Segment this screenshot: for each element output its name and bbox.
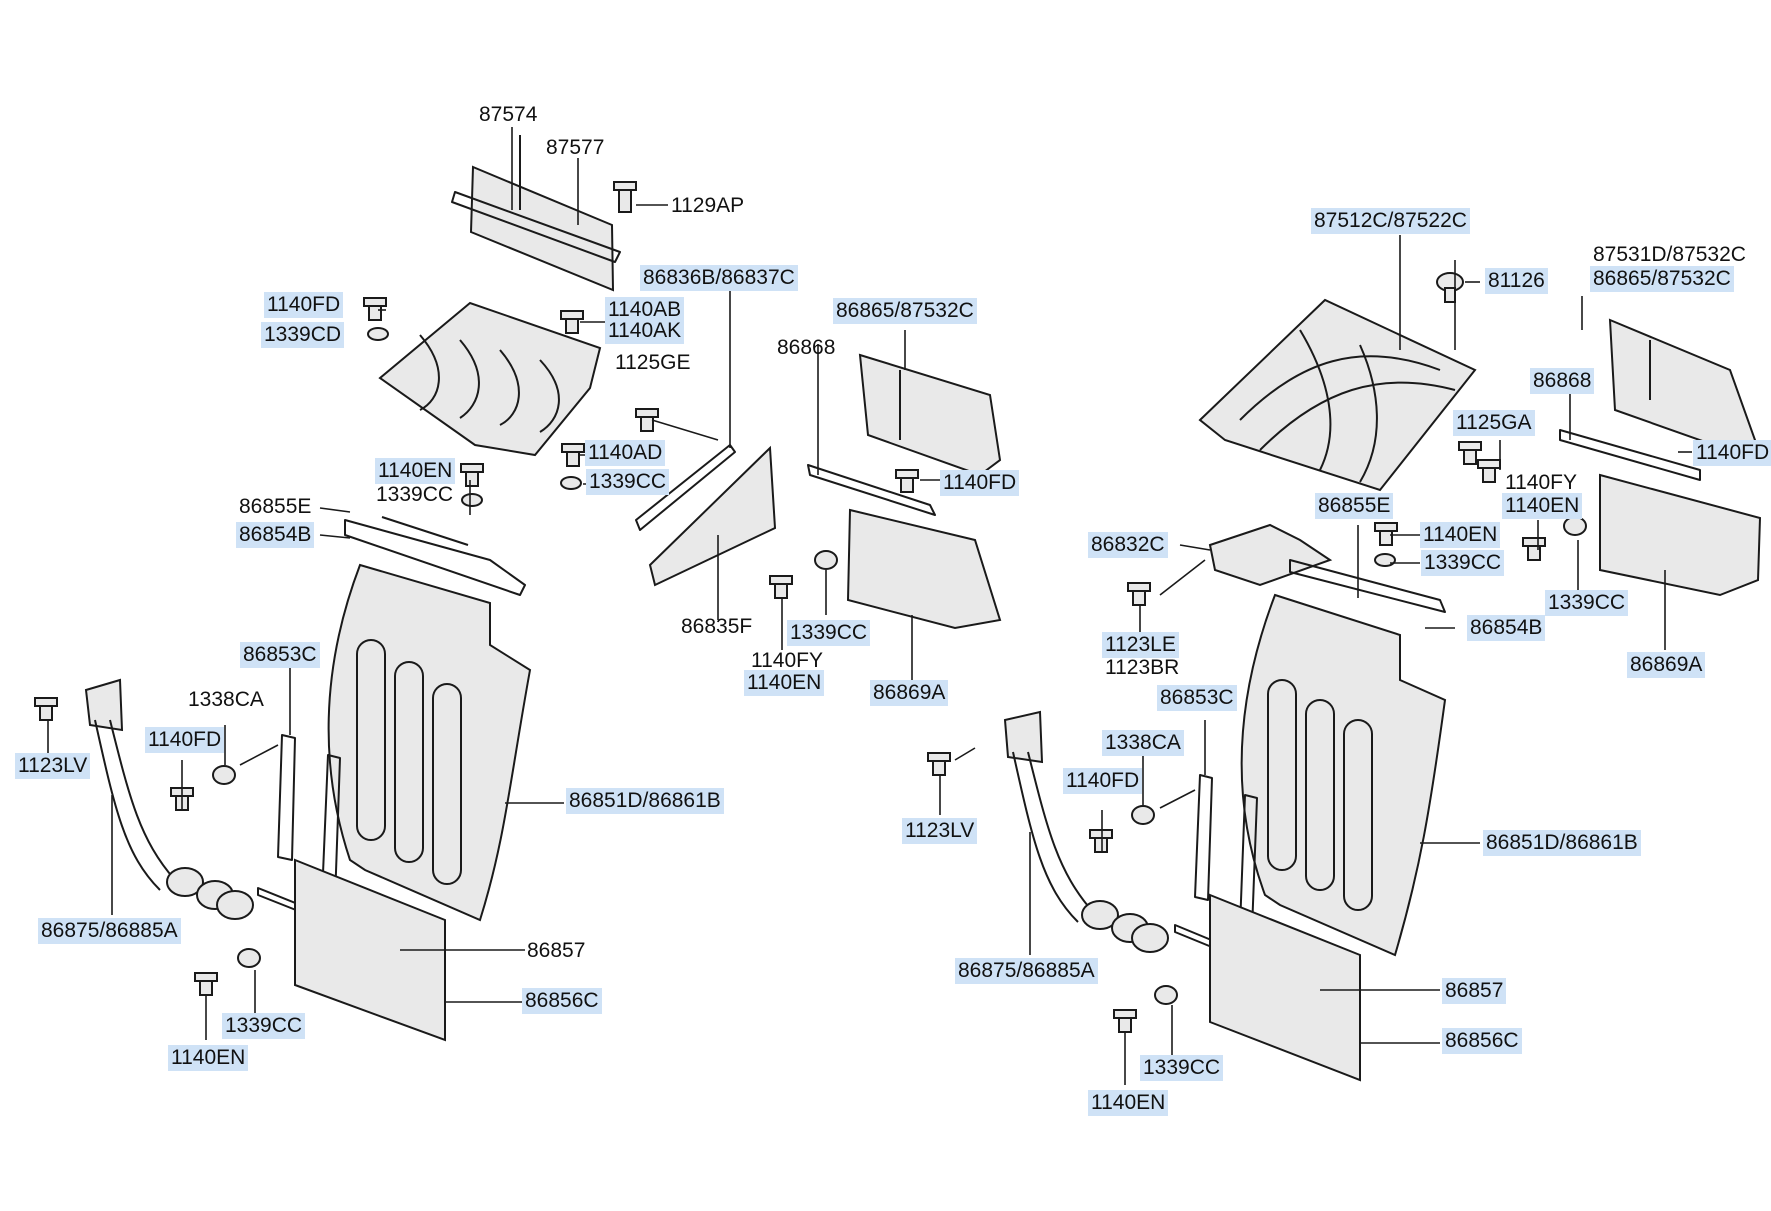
part-label-1140EN[interactable]: 1140EN (1502, 493, 1583, 519)
part-label-86853C[interactable]: 86853C (1157, 685, 1237, 711)
mud-flap-plate-87577 (451, 135, 621, 292)
part-label-1338CA[interactable]: 1338CA (188, 688, 264, 711)
part-label-1125GA[interactable]: 1125GA (1453, 410, 1535, 436)
bracket-86865 (858, 353, 1002, 477)
part-label-86868[interactable]: 86868 (777, 336, 836, 359)
part-label-1140EN[interactable]: 1140EN (1420, 522, 1501, 548)
part-label-86875-86885A[interactable]: 86875/86885A (38, 918, 181, 944)
part-label-1140EN[interactable]: 1140EN (168, 1045, 249, 1071)
rod-86868 (807, 464, 1002, 630)
strip-86855E (344, 516, 526, 596)
part-label-86865-87532C[interactable]: 86865/87532C (1590, 266, 1734, 292)
part-label-86851D-86861B[interactable]: 86851D/86861B (566, 788, 724, 814)
part-label-1339CD[interactable]: 1339CD (261, 322, 345, 348)
part-label-86857[interactable]: 86857 (527, 939, 586, 962)
part-label-81126[interactable]: 81126 (1485, 268, 1548, 294)
bracket-86832C (1208, 523, 1333, 587)
part-label-1140EN[interactable]: 1140EN (1088, 1090, 1169, 1116)
part-label-1339CC[interactable]: 1339CC (586, 469, 670, 495)
bracket-arm-86875 (84, 678, 254, 920)
part-label-86856C[interactable]: 86856C (522, 988, 602, 1014)
part-label-86851D-86861B[interactable]: 86851D/86861B (1483, 830, 1641, 856)
part-label-1140FY[interactable]: 1140FY (751, 649, 823, 672)
part-label-1140FD[interactable]: 1140FD (1693, 440, 1771, 466)
leader-lines-left (47, 127, 948, 1040)
part-label-1339CC[interactable]: 1339CC (222, 1013, 306, 1039)
part-label-1129AP[interactable]: 1129AP (671, 194, 745, 217)
part-label-86868[interactable]: 86868 (1530, 368, 1595, 394)
bolt-icon (613, 181, 637, 213)
part-label-86869A[interactable]: 86869A (870, 680, 949, 706)
part-label-87577[interactable]: 87577 (546, 136, 605, 159)
part-label-1123BR[interactable]: 1123BR (1105, 656, 1180, 679)
part-label-86865-87532C[interactable]: 86865/87532C (833, 298, 977, 324)
part-label-86855E[interactable]: 86855E (1315, 493, 1394, 519)
rod-86868-right (1559, 429, 1762, 597)
part-label-1140EN[interactable]: 1140EN (744, 670, 825, 696)
strip-86855E-right (1289, 559, 1446, 613)
leader-lines-right (939, 235, 1692, 1085)
part-label-1339CC[interactable]: 1339CC (1140, 1055, 1224, 1081)
part-label-1140FD[interactable]: 1140FD (1063, 768, 1143, 794)
bolt-icon (363, 297, 659, 507)
part-label-86856C[interactable]: 86856C (1442, 1028, 1522, 1054)
mudflap-86856C (257, 858, 446, 1042)
part-label-1125GE[interactable]: 1125GE (615, 351, 691, 374)
part-label-86832C[interactable]: 86832C (1088, 532, 1168, 558)
part-label-1339CC[interactable]: 1339CC (1545, 590, 1629, 616)
floor-panel-87512C (1198, 298, 1477, 492)
bracket-arm-86875-right (1003, 710, 1169, 953)
part-label-86836B-86837C[interactable]: 86836B/86837C (640, 265, 798, 291)
part-label-1123LE[interactable]: 1123LE (1102, 632, 1179, 658)
part-label-1140AD[interactable]: 1140AD (585, 440, 666, 466)
part-label-86854B[interactable]: 86854B (1467, 615, 1546, 641)
bracket-87531D (1608, 318, 1757, 457)
part-label-1140FD[interactable]: 1140FD (145, 727, 225, 753)
part-label-1123LV[interactable]: 1123LV (902, 818, 978, 844)
part-label-87574[interactable]: 87574 (479, 103, 538, 126)
part-label-1338CA[interactable]: 1338CA (1102, 730, 1184, 756)
part-label-86869A[interactable]: 86869A (1627, 652, 1706, 678)
fender-86851D-right (1240, 593, 1447, 957)
part-label-1339CC[interactable]: 1339CC (787, 620, 871, 646)
clip-icon (1436, 272, 1464, 303)
part-label-87531D-87532C[interactable]: 87531D/87532C (1593, 243, 1746, 266)
part-label-87512C-87522C[interactable]: 87512C/87522C (1311, 208, 1470, 234)
part-label-86857[interactable]: 86857 (1442, 978, 1507, 1004)
part-label-1140FY[interactable]: 1140FY (1505, 471, 1577, 494)
top-guard-panel (378, 301, 602, 457)
bracket-86836B (635, 444, 777, 587)
part-label-1140FD[interactable]: 1140FD (264, 292, 344, 318)
part-label-1123LV[interactable]: 1123LV (15, 753, 91, 779)
bolt-icon (927, 441, 1587, 1033)
part-label-1140EN[interactable]: 1140EN (375, 458, 456, 484)
part-label-86855E[interactable]: 86855E (239, 495, 312, 518)
part-label-86853C[interactable]: 86853C (240, 642, 320, 668)
part-label-1339CC[interactable]: 1339CC (376, 483, 454, 506)
part-label-1140AK[interactable]: 1140AK (605, 318, 685, 344)
part-label-86854B[interactable]: 86854B (236, 522, 315, 548)
fender-86851D (327, 563, 532, 922)
part-label-1339CC[interactable]: 1339CC (1421, 550, 1505, 576)
part-label-86875-86885A[interactable]: 86875/86885A (955, 958, 1098, 984)
part-label-86835F[interactable]: 86835F (681, 615, 753, 638)
part-label-1140FD[interactable]: 1140FD (940, 470, 1020, 496)
